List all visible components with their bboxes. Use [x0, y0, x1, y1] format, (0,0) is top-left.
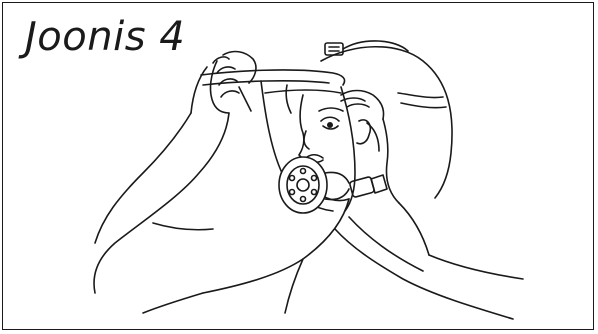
figure-frame: Joonis 4 — [2, 2, 594, 330]
mask-fitting-illustration — [3, 3, 594, 330]
filter-cartridge — [279, 157, 349, 213]
left-arm — [94, 52, 256, 293]
shoulders — [143, 199, 523, 319]
